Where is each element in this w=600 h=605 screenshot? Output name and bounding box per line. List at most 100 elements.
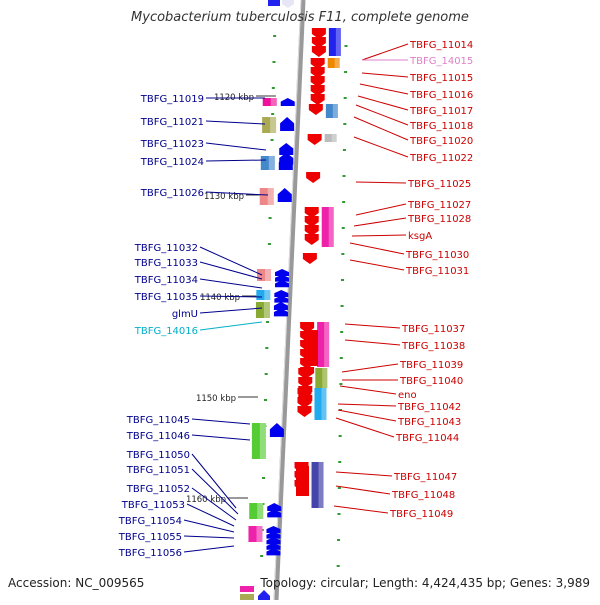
right-gene-leader bbox=[353, 116, 409, 141]
left-gene-leader bbox=[199, 295, 263, 298]
left-gene-label: TBFG_11024 bbox=[140, 157, 204, 168]
left-gene-box bbox=[255, 302, 270, 318]
left-gene-leader bbox=[183, 519, 235, 533]
left-gene-arrow bbox=[266, 537, 281, 545]
left-gene-arrow bbox=[279, 143, 294, 155]
left-gene-label: TBFG_11033 bbox=[134, 258, 198, 269]
right-gene-label: TBFG_11047 bbox=[393, 472, 457, 483]
tick-mark-right bbox=[340, 305, 344, 307]
right-gene-label: ksgA bbox=[408, 231, 432, 242]
left-gene-box-shade bbox=[268, 156, 275, 170]
left-gene-label: TBFG_11055 bbox=[118, 532, 182, 543]
tick-mark-left bbox=[264, 373, 268, 375]
left-gene-arrow bbox=[274, 295, 289, 303]
right-gene-label: TBFG_11031 bbox=[405, 266, 469, 277]
tick-mark-right bbox=[343, 123, 347, 125]
left-gene-leader bbox=[199, 307, 263, 314]
right-gene-arrow bbox=[304, 216, 319, 227]
tick-mark-left bbox=[271, 87, 275, 89]
tick-mark-left bbox=[267, 243, 271, 245]
topology-text: Topology: circular; Length: 4,424,435 bp… bbox=[260, 576, 590, 590]
left-gene-box-shade bbox=[264, 290, 271, 300]
left-gene-box-shade bbox=[263, 302, 270, 318]
right-gene-arrow bbox=[310, 85, 325, 96]
scale-mark-label: 1130 kbp bbox=[204, 192, 244, 202]
left-gene-arrow bbox=[277, 188, 292, 202]
right-gene-label: TBFG_11025 bbox=[407, 179, 471, 190]
right-gene-leader bbox=[335, 417, 395, 438]
right-gene-leader bbox=[361, 43, 409, 61]
left-gene-leader bbox=[205, 142, 267, 151]
left-gene-box-shade bbox=[265, 269, 272, 281]
left-gene-label: TBFG_11034 bbox=[134, 275, 198, 286]
tick-mark-right bbox=[341, 253, 345, 255]
left-gene-box bbox=[248, 526, 263, 542]
left-gene-label: TBFG_11021 bbox=[140, 117, 204, 128]
right-gene-label: TBFG_11038 bbox=[401, 341, 465, 352]
tick-mark-right bbox=[339, 383, 343, 385]
left-gene-box bbox=[249, 503, 264, 519]
right-gene-arrow bbox=[298, 368, 313, 379]
left-gene-leader bbox=[199, 261, 263, 280]
right-gene-leader bbox=[349, 259, 405, 271]
right-gene-label: TBFG_11015 bbox=[409, 73, 473, 84]
left-gene-label: TBFG_11051 bbox=[126, 465, 190, 476]
right-gene-box bbox=[325, 104, 338, 118]
tick-mark-left bbox=[268, 217, 272, 219]
left-gene-label: TBFG_14016 bbox=[134, 326, 198, 337]
left-gene-box-shade bbox=[257, 503, 264, 519]
right-gene-box bbox=[327, 58, 340, 68]
tick-mark-left bbox=[264, 399, 268, 401]
right-gene-arrow bbox=[310, 94, 325, 105]
right-gene-label: TBFG_11039 bbox=[399, 360, 463, 371]
right-gene-box-shade bbox=[334, 58, 340, 68]
tick-mark-right bbox=[342, 175, 346, 177]
right-gene-box-shade bbox=[322, 368, 328, 388]
right-gene-arrow bbox=[311, 28, 326, 39]
left-gene-box bbox=[260, 156, 275, 170]
right-gene-leader bbox=[337, 409, 397, 422]
right-gene-box-shade bbox=[332, 104, 338, 118]
right-gene-leader bbox=[349, 242, 405, 255]
left-gene-label: TBFG_11023 bbox=[140, 139, 204, 150]
right-gene-leader bbox=[339, 385, 397, 395]
accession-text: Accession: NC_009565 bbox=[8, 576, 145, 590]
right-gene-leader bbox=[353, 136, 409, 158]
left-gene-label: TBFG_11050 bbox=[126, 450, 190, 461]
right-gene-box bbox=[324, 134, 337, 142]
left-gene-box-shade bbox=[256, 526, 263, 542]
tick-mark-right bbox=[337, 513, 341, 515]
left-gene-arrow bbox=[280, 117, 295, 131]
tick-mark-right bbox=[340, 279, 344, 281]
genome-backbone bbox=[273, 0, 306, 601]
right-gene-label: TBFG_11016 bbox=[409, 90, 473, 101]
left-gene-label: TBFG_11035 bbox=[134, 292, 198, 303]
left-gene-leader bbox=[199, 246, 263, 276]
right-gene-arrow bbox=[310, 58, 325, 69]
scale-mark-label: 1140 kbp bbox=[200, 293, 240, 303]
left-gene-label: TBFG_11054 bbox=[118, 516, 182, 527]
right-gene-label: TBFG_11028 bbox=[407, 214, 471, 225]
left-gene-leader bbox=[191, 418, 251, 425]
tick-mark-left bbox=[272, 61, 276, 63]
right-gene-leader bbox=[355, 104, 409, 126]
right-gene-label: TBFG_11027 bbox=[407, 200, 471, 211]
right-gene-arrow bbox=[297, 406, 312, 417]
right-gene-label: TBFG_11044 bbox=[395, 433, 459, 444]
right-gene-arrow bbox=[297, 388, 312, 399]
left-gene-leader bbox=[186, 503, 235, 527]
left-gene-leader bbox=[205, 120, 266, 125]
left-gene-arrow bbox=[280, 98, 295, 106]
left-gene-leader bbox=[183, 545, 235, 553]
right-gene-box-shade bbox=[335, 28, 341, 56]
right-gene-leader bbox=[355, 203, 407, 216]
right-gene-leader bbox=[355, 181, 407, 184]
left-gene-arrow bbox=[273, 308, 288, 317]
left-gene-box-shade bbox=[259, 423, 266, 459]
left-gene-arrow bbox=[275, 280, 290, 288]
right-gene-leader bbox=[341, 363, 399, 373]
left-gene-leader bbox=[191, 434, 251, 441]
tick-mark-right bbox=[344, 45, 348, 47]
tick-mark-right bbox=[336, 565, 340, 567]
